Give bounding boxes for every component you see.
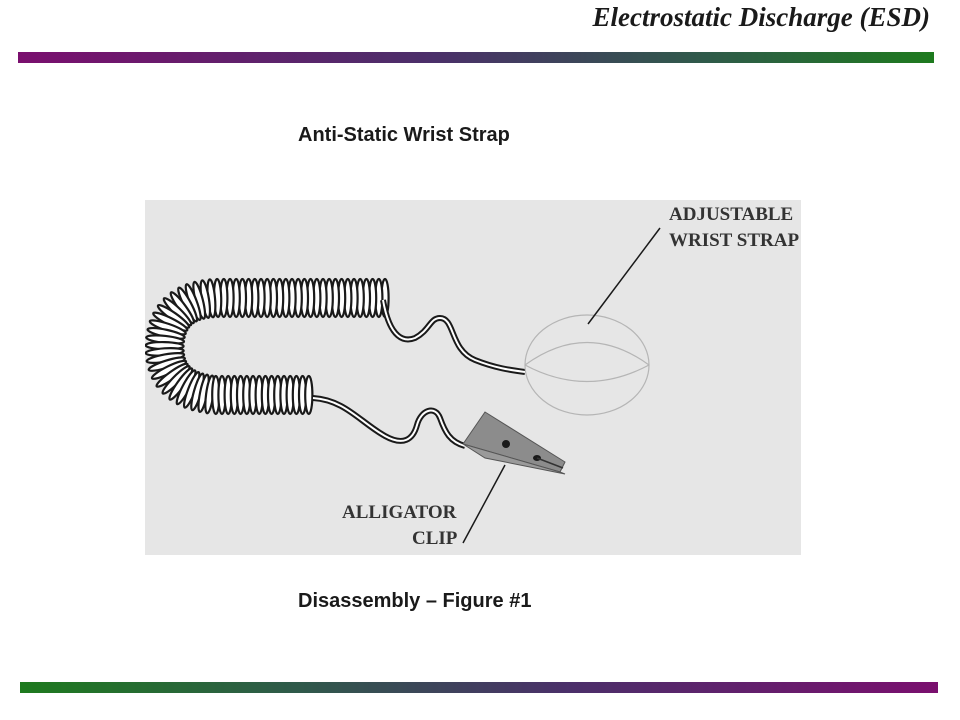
coil-loops [145, 277, 390, 416]
wrist-strap-label-line2: WRIST STRAP [669, 230, 800, 251]
alligator-clip [462, 411, 566, 475]
alligator-clip-label: ALLIGATOR CLIP [342, 500, 457, 552]
clip-leader-line [462, 464, 506, 544]
alligator-clip-label-line2: CLIP [412, 528, 458, 549]
wrist-strap-band [524, 314, 650, 416]
figure-caption-bottom: Disassembly – Figure #1 [298, 590, 532, 612]
wrist-strap-illustration [145, 227, 661, 544]
figure-caption-top: Anti-Static Wrist Strap [298, 124, 510, 146]
alligator-clip-label-line1: ALLIGATOR [342, 502, 457, 523]
wrist-strap-label: ADJUSTABLE WRIST STRAP [669, 202, 799, 254]
coil-loop [304, 374, 314, 416]
wrist-strap-diagram: ADJUSTABLE WRIST STRAP ALLIGATOR CLIP [145, 200, 801, 555]
header-divider-bar [18, 52, 934, 63]
footer-divider-bar [20, 682, 938, 693]
wrist-strap-label-line1: ADJUSTABLE [669, 204, 794, 225]
wrist-strap-leader-line [587, 227, 661, 325]
page-title: Electrostatic Discharge (ESD) [592, 2, 931, 32]
